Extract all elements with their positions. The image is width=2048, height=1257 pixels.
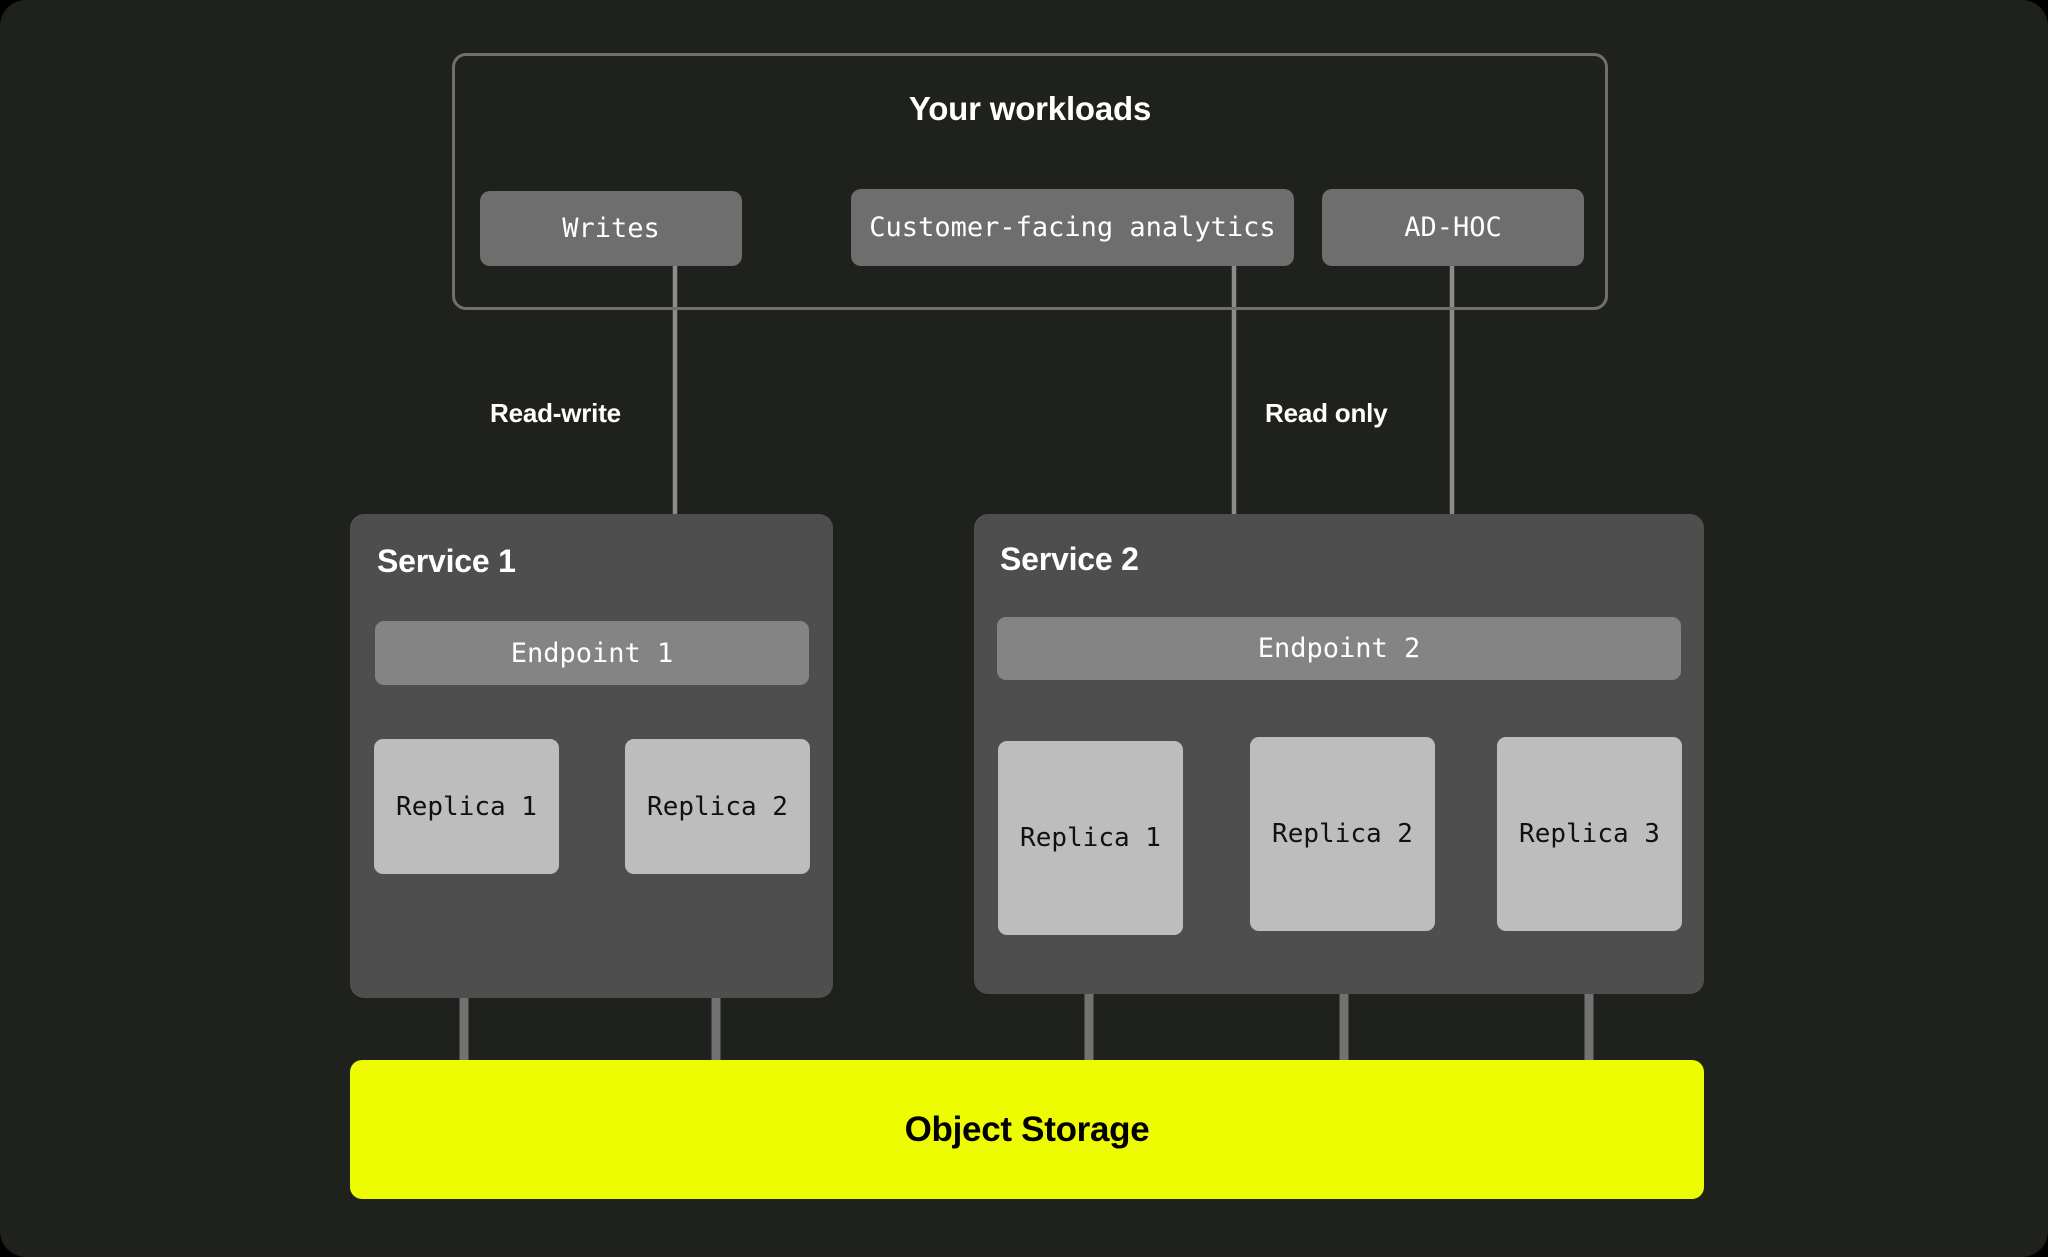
service-1-replica-1[interactable]: Replica 1: [374, 739, 559, 874]
service-2-replica-3[interactable]: Replica 3: [1497, 737, 1682, 931]
workloads-container: [452, 53, 1608, 310]
workload-writes[interactable]: Writes: [480, 191, 742, 266]
service-2-title: Service 2: [1000, 541, 1139, 577]
edge-label-read-write: Read-write: [490, 398, 621, 428]
workload-customer-facing-analytics[interactable]: Customer-facing analytics: [851, 189, 1294, 266]
service-1-replica-2[interactable]: Replica 2: [625, 739, 810, 874]
service-1-title: Service 1: [377, 543, 516, 579]
workloads-title: Your workloads: [908, 90, 1152, 127]
service-2-endpoint[interactable]: Endpoint 2: [997, 617, 1681, 680]
object-storage-bar[interactable]: Object Storage: [350, 1060, 1704, 1199]
service-1-endpoint[interactable]: Endpoint 1: [375, 621, 809, 685]
service-2-replica-1[interactable]: Replica 1: [998, 741, 1183, 935]
workload-ad-hoc[interactable]: AD-HOC: [1322, 189, 1584, 266]
service-2-replica-2[interactable]: Replica 2: [1250, 737, 1435, 931]
edge-label-read-only: Read only: [1265, 398, 1388, 428]
